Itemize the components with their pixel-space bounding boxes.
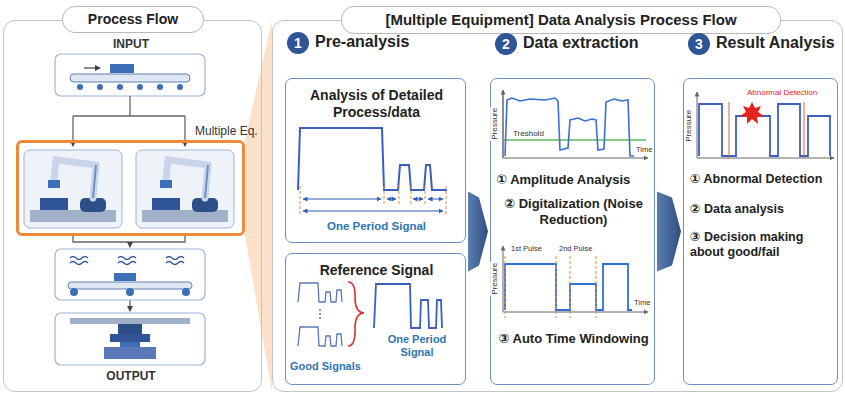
cooling-conveyor bbox=[55, 249, 205, 300]
step-item: ③ Decision making about good/fail bbox=[690, 230, 835, 260]
detailed-analysis-box: Analysis of Detailed Process/dataOne Per… bbox=[285, 78, 466, 243]
axis-label: Pressure bbox=[490, 262, 500, 296]
abnormal-burst bbox=[740, 102, 764, 124]
step-number: 2 bbox=[495, 33, 517, 55]
step-title: Result Analysis bbox=[716, 33, 836, 52]
axis-label: Pressure bbox=[490, 107, 500, 141]
step-number: 3 bbox=[688, 33, 710, 55]
robot-cell bbox=[24, 150, 234, 228]
result-analysis-box: 3Result Analysis① Abnormal Detection② Da… bbox=[683, 78, 838, 385]
robot-arm bbox=[30, 160, 116, 222]
signal-caption: One Period Signal bbox=[291, 220, 462, 234]
abnormal-label: Abnormal Detection bbox=[746, 88, 818, 98]
pre-analysis-column: 1 Pre-analysisAnalysis of Detailed Proces… bbox=[283, 30, 466, 385]
flow-endpoint: OUTPUT bbox=[95, 369, 167, 383]
step-item: ① Amplitude Analysis bbox=[496, 172, 651, 188]
result-chart bbox=[697, 92, 834, 158]
box-title: Analysis of Detailed Process/data bbox=[291, 87, 462, 121]
robot-arm bbox=[142, 160, 228, 222]
flow-arrow bbox=[657, 192, 681, 272]
analysis-panel: [Multiple Equipment] Data Analysis Proce… bbox=[272, 20, 843, 392]
step-item: ③ Auto Time Windowing bbox=[496, 331, 651, 347]
step-item: ② Digitalization (Noise Reduction) bbox=[496, 196, 651, 227]
zoom-band bbox=[245, 20, 272, 392]
axis-label: Time bbox=[633, 298, 651, 307]
signal-caption: Good Signals bbox=[290, 360, 374, 373]
press-station bbox=[55, 313, 205, 365]
box-title: Reference Signal bbox=[291, 262, 462, 279]
data-extraction-box: 2Data extraction① Amplitude Analysis② Di… bbox=[490, 78, 655, 385]
amplitude-chart bbox=[503, 90, 648, 158]
flow-arrow bbox=[468, 192, 488, 272]
signal-caption: One Period Signal bbox=[372, 333, 462, 359]
reference-signal-box: Reference SignalGood SignalsOne Period S… bbox=[285, 253, 466, 385]
flow-endpoint: INPUT bbox=[100, 37, 162, 51]
multiple-equipment-box: Multiple Eq. bbox=[16, 140, 245, 236]
step-title: Pre-analysis bbox=[315, 32, 465, 51]
step-item: ② Data analysis bbox=[690, 202, 835, 217]
panel-title: [Multiple Equipment] Data Analysis Proce… bbox=[341, 6, 781, 34]
threshold-label: Treshold bbox=[512, 129, 545, 139]
panel-title: Process Flow bbox=[62, 6, 204, 33]
digital-pulse-chart bbox=[503, 246, 648, 318]
step-title: Data extraction bbox=[523, 33, 663, 52]
process-flow-panel: Process FlowMultiple Eq. bbox=[3, 20, 262, 392]
input-conveyor bbox=[55, 54, 205, 96]
axis-label: Time bbox=[635, 145, 653, 154]
pulse-label: 2nd Pulse bbox=[558, 244, 593, 253]
step-item: ① Abnormal Detection bbox=[690, 172, 835, 187]
pulse-label: 1st Pulse bbox=[510, 244, 543, 253]
period-signal-chart bbox=[298, 128, 447, 214]
group-label: Multiple Eq. bbox=[195, 124, 263, 138]
axis-label: Pressure bbox=[684, 109, 694, 143]
step-number: 1 bbox=[287, 32, 309, 54]
